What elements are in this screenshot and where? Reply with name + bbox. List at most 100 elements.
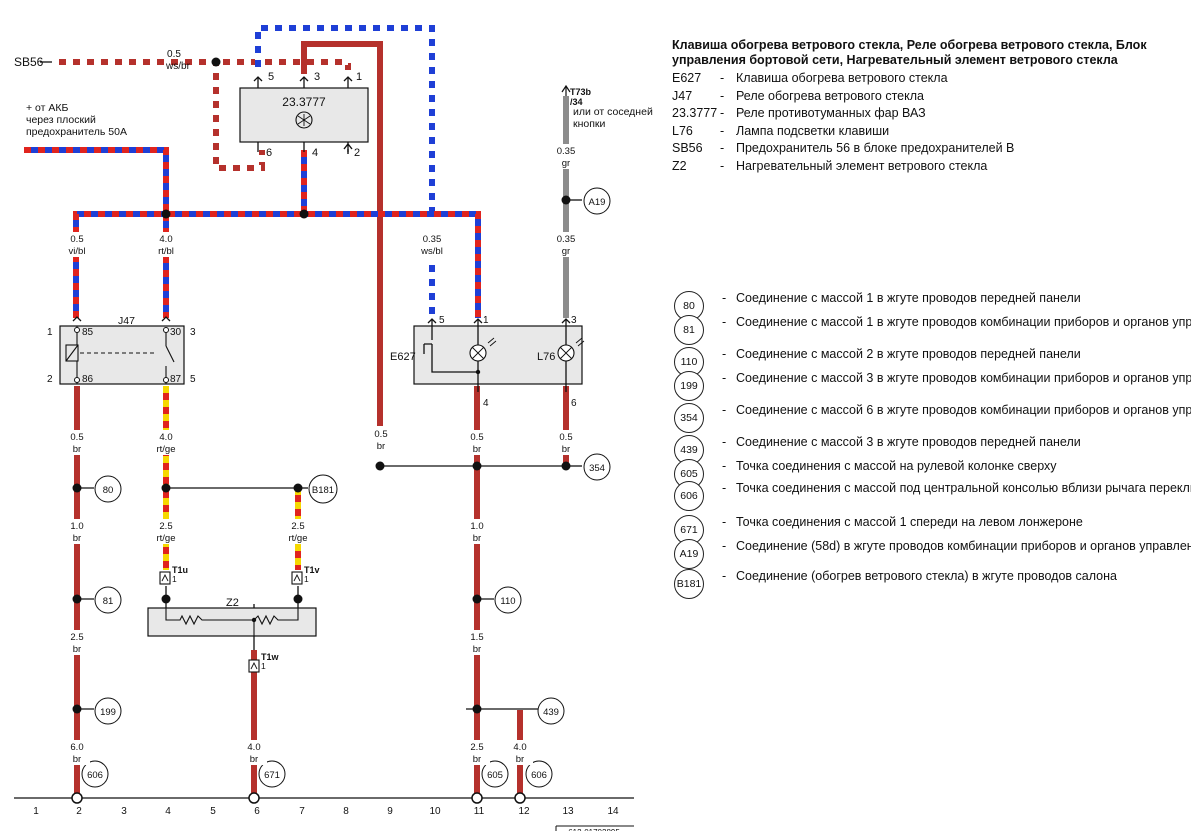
wire-size: 2.5: [291, 521, 304, 532]
wire-color: rt/ge: [156, 533, 175, 544]
wire-label: 1.5br: [464, 630, 490, 655]
conn-439: 439: [537, 697, 565, 725]
ground-legend-row: 439-Соединение с массой 3 в жгуте провод…: [672, 435, 1191, 465]
wire-color: br: [377, 441, 385, 452]
legend-dash: -: [720, 88, 725, 103]
alt-note-2: кнопки: [573, 118, 606, 130]
switch-pin-1: 1: [483, 315, 489, 326]
wire-size: 4.0: [513, 742, 526, 753]
legend-row: SB56-Предохранитель 56 в блоке предохран…: [672, 140, 1184, 158]
ground-desc: Точка соединения с массой на рулевой кол…: [736, 459, 1057, 473]
grid-number: 1: [33, 806, 39, 817]
relay-23-label: 23.3777: [282, 95, 326, 109]
component-legend: Клавиша обогрева ветрового стекла, Реле …: [672, 38, 1184, 175]
wire-label: 4.0br: [241, 740, 267, 765]
wire-size: 6.0: [70, 742, 83, 753]
wire-size: 0.35: [557, 234, 576, 245]
wire-bus: [73, 150, 481, 318]
sb56-label: SB56: [14, 55, 44, 69]
wire-size: 4.0: [159, 432, 172, 443]
ground-legend-row: 354-Соединение с массой 6 в жгуте провод…: [672, 403, 1191, 433]
svg-text:612-01702895: 612-01702895: [568, 828, 620, 831]
ground-desc: Соединение (58d) в жгуте проводов комбин…: [736, 539, 1191, 553]
wire-size: 0.5: [470, 432, 483, 443]
wire-color: gr: [562, 246, 570, 257]
grid-number: 9: [387, 806, 393, 817]
switch-pin-3: 3: [571, 315, 577, 326]
conn-110: 110: [494, 586, 522, 614]
t1v-label: T1v: [304, 565, 320, 575]
legend-code: Z2: [672, 158, 687, 173]
wire-color: br: [73, 644, 81, 655]
ground-dash: -: [722, 315, 727, 329]
wire-size: 0.35: [557, 146, 576, 157]
wire-color: br: [473, 644, 481, 655]
wire-color: rt/ge: [156, 444, 175, 455]
ground-desc: Соединение с массой 2 в жгуте проводов п…: [736, 347, 1081, 361]
alt-note-1: или от соседней: [573, 106, 653, 118]
wire-label: 4.0rt/bl: [153, 232, 179, 257]
wire-label: 6.0br: [64, 740, 90, 765]
legend-desc: Нагревательный элемент ветрового стекла: [736, 158, 988, 173]
j47-pin-5: 5: [190, 374, 196, 385]
pin-arrows: [72, 316, 171, 322]
ground-desc: Соединение (обогрев ветрового стекла) в …: [736, 569, 1117, 583]
wire-label: 0.5br: [368, 427, 394, 452]
svg-text:606: 606: [531, 770, 547, 781]
ground-desc: Точка соединения с массой 1 спереди на л…: [736, 515, 1083, 529]
legend-row: 23.3777-Реле противотуманных фар ВАЗ: [672, 105, 1184, 123]
grid-number: 4: [165, 806, 171, 817]
conn-b181: B181: [308, 474, 338, 504]
conn-671: 671: [258, 760, 286, 788]
legend-code: 23.3777: [672, 106, 718, 120]
svg-text:354: 354: [589, 463, 605, 474]
wire-label: 1.0br: [464, 519, 490, 544]
t1u-label: T1u: [172, 565, 188, 575]
legend-dash: -: [720, 158, 725, 173]
wire-color: rt/bl: [158, 246, 174, 257]
ground-desc: Точка соединения с массой под центрально…: [736, 481, 1191, 495]
wire-label: 4.0br: [507, 740, 533, 765]
t73b-label: T73b: [570, 87, 592, 97]
ground-circle: 81: [674, 315, 704, 345]
ground-circle: 199: [674, 371, 704, 401]
connector-circles: 80 81 199 606 671 110 605 606 439 354 B1…: [81, 187, 611, 788]
j47-pin-87: 87: [170, 374, 182, 385]
wire-sb56: [52, 59, 265, 171]
wire-size: 1.0: [70, 521, 83, 532]
switch-pin-6: 6: [571, 398, 577, 409]
ground-desc: Соединение с массой 1 в жгуте проводов п…: [736, 291, 1081, 305]
connector-t73b: T73b /34 или от соседней кнопки: [561, 84, 653, 130]
grid-number: 6: [254, 806, 260, 817]
relay-pin-1: 1: [356, 71, 362, 83]
wire-size: 0.5: [70, 234, 83, 245]
t1u-pin: 1: [172, 574, 177, 584]
sb56-wire-color: ws/br: [165, 61, 191, 72]
ground-dash: -: [722, 371, 727, 385]
svg-text:110: 110: [500, 596, 515, 607]
relay-j47: J47 85 86 30 87 1 2 3 5: [47, 315, 196, 385]
wire-size: 0.35: [423, 234, 442, 245]
battery-note-1: + от АКБ: [26, 102, 69, 114]
ground-desc: Соединение с массой 3 в жгуте проводов п…: [736, 435, 1081, 449]
t1w-label: T1w: [261, 652, 280, 662]
conn-81: 81: [94, 586, 122, 614]
ground-dash: -: [722, 347, 727, 361]
wire-size: 2.5: [70, 632, 83, 643]
j47-pin-3: 3: [190, 327, 196, 338]
t1w-pin: 1: [261, 661, 266, 671]
ground-legend-row: A19-Соединение (58d) в жгуте проводов ко…: [672, 539, 1191, 569]
relay-pin-6: 6: [266, 147, 272, 159]
wire-label: 2.5rt/ge: [153, 519, 179, 544]
wire-color: br: [250, 754, 258, 765]
grid-number: 5: [210, 806, 216, 817]
wire-layer: [14, 25, 634, 799]
j47-pin-2: 2: [47, 374, 53, 385]
wire-label: 0.5vi/bl: [64, 232, 90, 257]
ground-dash: -: [722, 539, 727, 553]
j47-pin-30: 30: [170, 327, 182, 338]
legend-desc: Реле противотуманных фар ВАЗ: [736, 106, 926, 120]
wire-color: br: [516, 754, 524, 765]
grid-number: 8: [343, 806, 349, 817]
